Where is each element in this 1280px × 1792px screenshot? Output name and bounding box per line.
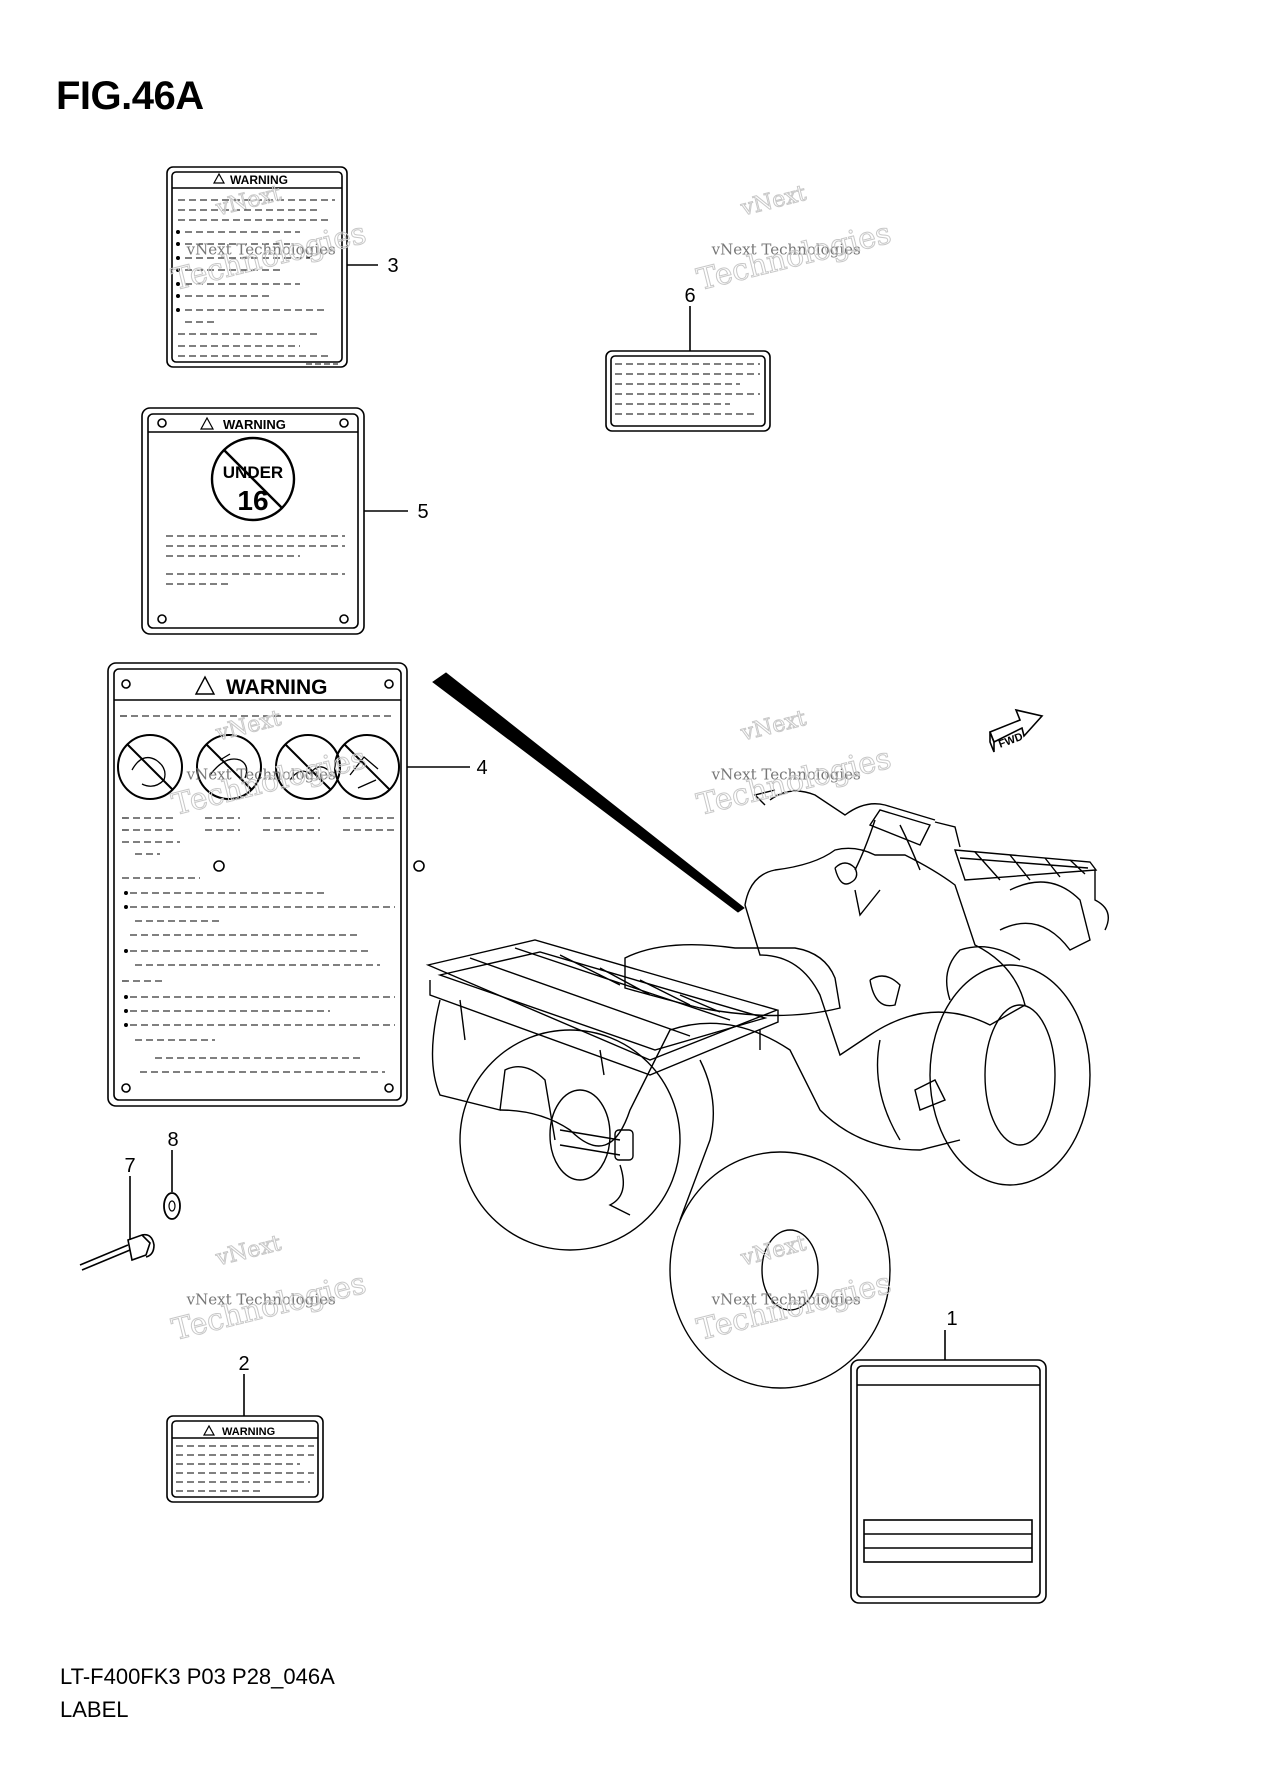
- watermark: vNext vNext Technologies Technologies: [693, 706, 895, 824]
- svg-text:vNext Technologies: vNext Technologies: [711, 1290, 861, 1308]
- label-2-warning-text: WARNING: [222, 1426, 275, 1438]
- watermark: vNext vNext Technologies Technologies: [693, 1231, 895, 1349]
- label-6-small-sticker: [605, 350, 771, 432]
- callout-6: 6: [684, 285, 695, 307]
- svg-text:Technologies: Technologies: [168, 741, 369, 823]
- model-code: LT-F400FK3 P03 P28_046A: [60, 1664, 335, 1689]
- warning-triangle-icon: [212, 172, 226, 184]
- svg-text:vNext Technologies: vNext Technologies: [711, 240, 861, 258]
- rivet-part-7: [79, 1233, 155, 1271]
- atv-vehicle-outline: [425, 789, 1109, 1389]
- callout-8: 8: [167, 1129, 178, 1151]
- svg-text:Technologies: Technologies: [693, 216, 894, 298]
- label-3-warning-text: WARNING: [230, 173, 288, 187]
- svg-text:Technologies: Technologies: [693, 741, 894, 823]
- svg-text:vNext Technologies: vNext Technologies: [186, 240, 336, 258]
- watermark-group: vNext vNext Technologies Technologies vN…: [168, 181, 895, 1349]
- forward-direction-arrow: [988, 708, 1044, 753]
- svg-text:Technologies: Technologies: [168, 1266, 369, 1348]
- figure-title: FIG.46A: [56, 74, 204, 118]
- location-pointer-arrow: [432, 672, 745, 913]
- section-name: LABEL: [60, 1697, 129, 1722]
- callout-2: 2: [238, 1353, 249, 1375]
- label-5-under-text: UNDER: [223, 463, 283, 482]
- svg-text:Technologies: Technologies: [168, 216, 369, 298]
- label-5-warning-text: WARNING: [223, 417, 286, 432]
- pictogram-row: [117, 734, 400, 800]
- svg-text:vNext Technologies: vNext Technologies: [186, 1290, 336, 1308]
- warning-triangle-icon: [202, 1424, 216, 1436]
- prohibited-circle-icon: [210, 436, 296, 522]
- watermark: vNext vNext Technologies Technologies: [168, 1231, 370, 1349]
- svg-text:vNext: vNext: [213, 1231, 284, 1271]
- warning-triangle-icon: [199, 416, 215, 430]
- svg-text:vNext: vNext: [213, 181, 284, 221]
- svg-text:vNext: vNext: [738, 181, 809, 221]
- callout-7: 7: [124, 1155, 135, 1177]
- callout-5: 5: [417, 501, 428, 523]
- label-4-large-warning-sticker: [107, 662, 425, 1107]
- label-4-warning-text: WARNING: [226, 676, 328, 699]
- svg-text:vNext Technologies: vNext Technologies: [711, 765, 861, 783]
- svg-text:Technologies: Technologies: [693, 1266, 894, 1348]
- warning-triangle-icon: [194, 675, 216, 695]
- watermark: vNext vNext Technologies Technologies: [168, 706, 370, 824]
- label-1-info-sticker: [850, 1359, 1047, 1604]
- washer-part-8: [163, 1192, 181, 1220]
- callout-1: 1: [946, 1308, 957, 1330]
- callout-3: 3: [387, 255, 398, 277]
- callout-4: 4: [476, 757, 487, 779]
- label-5-age-warning-sticker: [141, 407, 365, 635]
- label-5-age-text: 16: [237, 485, 268, 516]
- watermark: vNext vNext Technologies Technologies: [693, 181, 895, 299]
- svg-text:vNext: vNext: [738, 706, 809, 746]
- fwd-text: FWD: [997, 731, 1025, 751]
- label-3-warning-sticker: [166, 166, 348, 368]
- svg-text:vNext Technologies: vNext Technologies: [186, 765, 336, 783]
- label-2-small-warning-sticker: [166, 1415, 324, 1503]
